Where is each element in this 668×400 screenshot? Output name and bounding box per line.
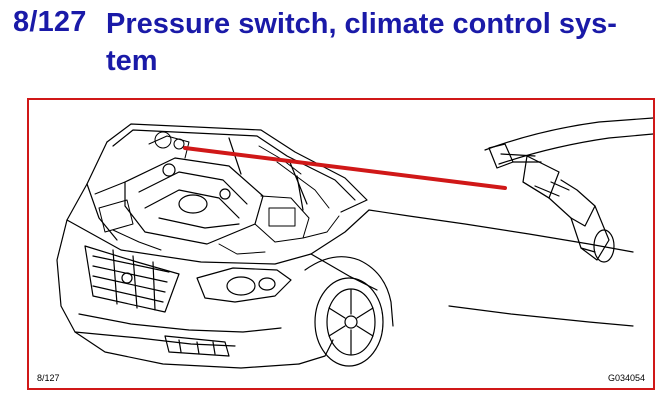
callout-pointer-line <box>183 146 507 190</box>
car-engine-bay-illustration <box>56 117 653 369</box>
page-title-line-1: Pressure switch, climate control sys- <box>106 8 617 40</box>
figure-image-code: G034054 <box>607 373 645 383</box>
front-wheel <box>304 256 394 367</box>
page-heading: 8/127 Pressure switch, climate control s… <box>0 0 668 86</box>
front-bumper <box>78 313 282 357</box>
headlamp <box>196 267 292 303</box>
page-title: Pressure switch, climate control sys- te… <box>106 6 656 80</box>
engine-cover <box>124 157 264 245</box>
page-title-line-2: tem <box>106 45 158 77</box>
section-number: 8/127 <box>13 6 87 38</box>
car-body <box>56 141 634 369</box>
pressure-switch-detail <box>484 117 653 263</box>
figure-frame: 8/127 G034054 <box>27 98 655 390</box>
figure-reference-label: 8/127 <box>37 373 60 383</box>
front-grille <box>84 245 180 313</box>
open-hood <box>106 123 368 213</box>
